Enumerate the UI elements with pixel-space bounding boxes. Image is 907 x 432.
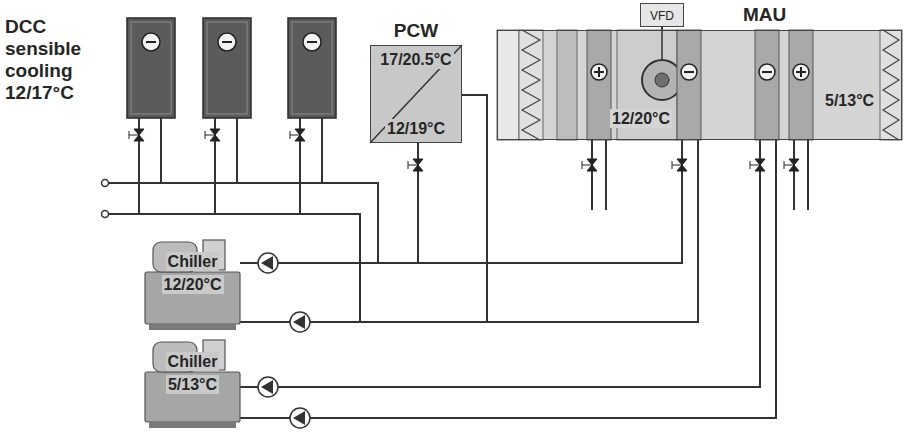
pump-symbol [290,408,310,428]
heating-coil [789,30,813,140]
chiller-body [145,372,240,422]
drive-line [661,30,663,60]
pipe-end [102,180,109,187]
exchanger-fill [370,45,462,143]
filter-section [880,30,902,140]
fan-hub [655,73,669,87]
unit-casing [497,30,902,140]
temperature-label: 12/20°C [162,275,224,294]
coil-sign [598,67,600,77]
group-label: DCC sensible cooling 12/17°C [5,16,105,104]
pipe [236,118,238,183]
chiller-base [149,324,236,330]
pipe [807,140,809,210]
pipe [605,140,607,210]
pump-arrow [293,315,305,329]
coil-sign [800,67,802,77]
valve-symbol [672,159,687,171]
valve-symbol [750,159,765,171]
heating-coil [587,30,611,140]
pump-symbol [290,312,310,332]
dcc-unit [203,18,251,214]
temperature-label: 12/19°C [385,119,447,138]
coil-sign [762,71,772,73]
unit-title: Chiller [166,352,220,371]
coil-sign [684,71,694,73]
chiller-unit: Chiller 12/20°C [145,238,240,330]
unit-title: PCW [371,20,461,43]
valve-group [129,129,799,171]
drive-box: VFD [640,3,684,27]
coil-sign [222,41,232,43]
inlet-section [497,30,519,140]
dcc-unit [288,18,336,214]
pipe [591,140,593,210]
unit-body [203,18,251,118]
pipe-connector [240,140,776,418]
temperature-label: 17/20.5°C [378,50,453,69]
valve-symbol [290,129,305,141]
pump-arrow [261,256,273,270]
header-pipe [105,183,378,263]
temperature-label: 12/20°C [610,109,672,128]
cooling-coil [755,30,779,140]
unit-frame [131,22,171,114]
chiller-illustration [145,240,240,330]
temperature-label: 5/13°C [823,91,876,110]
pipe-connector [240,140,698,322]
drive-label: VFD [648,9,676,23]
unit-title: Chiller [166,252,220,271]
coil-symbol [218,33,236,51]
filter-section [519,30,543,140]
fan-symbol [642,60,682,100]
pipe [160,118,162,183]
coil-symbol [591,64,607,80]
coil-sign [307,41,317,43]
cooling-coil [677,30,701,140]
chiller-base [149,422,236,428]
pipe-end [102,211,109,218]
air-unit-illustration [497,30,902,140]
chiller-body [145,272,240,324]
coil-symbol [142,33,160,51]
filter-symbol [522,30,540,140]
pipe [321,118,323,183]
damper-section [557,30,577,140]
pump-arrow [293,411,305,425]
pipe [793,140,795,210]
chiller-unit: Chiller 5/13°C [145,338,240,428]
heat-exchanger-box: PCW17/20.5°C12/19°C [370,45,462,143]
valve-symbol [205,129,220,141]
temperature-label: 5/13°C [166,375,219,394]
unit-body [288,18,336,118]
unit-frame [207,22,247,114]
filter-symbol [883,30,899,140]
valve-symbol [784,159,799,171]
valve-symbol [582,159,597,171]
valve-symbol [408,159,423,171]
coil-sign [146,41,156,43]
dcc-unit [127,18,175,214]
exchanger-plate [370,45,462,143]
valve-symbol [129,129,144,141]
unit-body [127,18,175,118]
unit-title: MAU [741,4,788,27]
unit-frame [292,22,332,114]
coil-symbol [303,33,321,51]
coil-symbol [759,64,775,80]
pump-symbol [258,377,278,397]
chiller-illustration [145,340,240,428]
coil-symbol [681,64,697,80]
pump-group [258,253,310,428]
pump-arrow [261,380,273,394]
air-unit-box: MAU12/20°C5/13°C [497,30,902,140]
coil-symbol [793,64,809,80]
pump-symbol [258,253,278,273]
